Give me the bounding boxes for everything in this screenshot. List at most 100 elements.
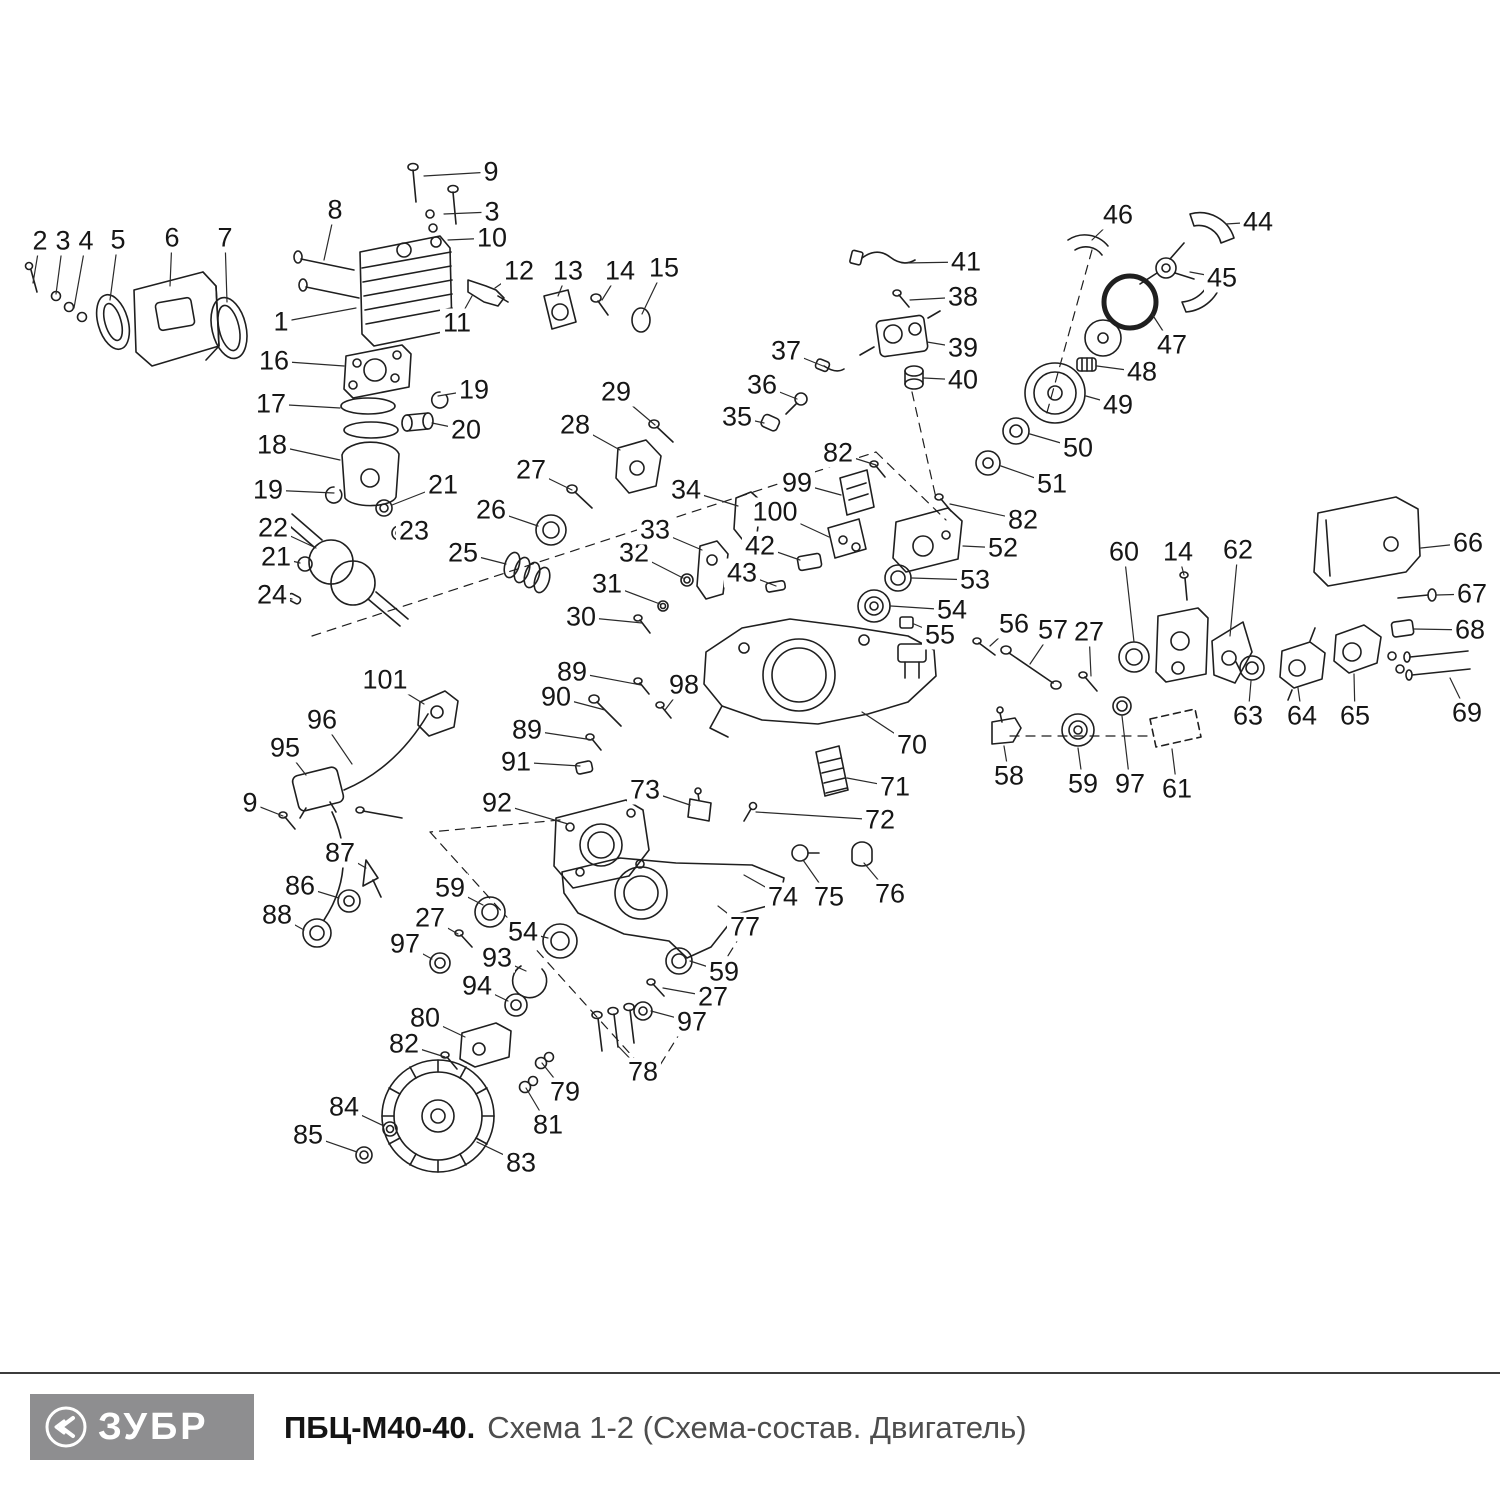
zubr-logo-icon	[45, 1406, 87, 1448]
part-number-label: 82	[819, 438, 857, 468]
part-number-label: 57	[1034, 615, 1072, 645]
part-number-label: 35	[718, 402, 756, 432]
part-number-label: 97	[386, 929, 424, 959]
part-number-label: 91	[497, 747, 535, 777]
part-number-label: 75	[810, 882, 848, 912]
part-number-label: 30	[562, 602, 600, 632]
part-number-label: 37	[767, 336, 805, 366]
part-number-label: 85	[289, 1120, 327, 1150]
part-number-label: 27	[411, 903, 449, 933]
part-number-label: 2	[29, 226, 51, 256]
part-number-label: 17	[252, 389, 290, 419]
footer: ЗУБР ПБЦ-М40-40.Схема 1-2 (Схема-состав.…	[0, 1372, 1500, 1500]
part-number-label: 59	[1064, 769, 1102, 799]
part-number-label: 70	[893, 730, 931, 760]
part-number-label: 59	[705, 957, 743, 987]
part-number-label: 71	[876, 772, 914, 802]
part-number-label: 76	[871, 879, 909, 909]
part-number-label: 26	[472, 495, 510, 525]
part-number-label: 98	[665, 670, 703, 700]
part-number-label: 36	[743, 370, 781, 400]
part-number-label: 45	[1203, 263, 1241, 293]
part-number-label: 69	[1448, 698, 1486, 728]
scheme-name: Схема 1-2 (Схема-состав. Двигатель)	[487, 1410, 1027, 1445]
part-number-label: 56	[995, 609, 1033, 639]
part-number-label: 4	[75, 226, 97, 256]
part-number-label: 96	[303, 705, 341, 735]
part-number-label: 74	[764, 882, 802, 912]
part-number-label: 79	[546, 1077, 584, 1107]
crankcase-upper	[687, 460, 963, 822]
diagram-title: ПБЦ-М40-40.Схема 1-2 (Схема-состав. Двиг…	[284, 1410, 1027, 1446]
part-number-label: 10	[473, 223, 511, 253]
part-number-label: 12	[500, 256, 538, 286]
part-number-label: 58	[990, 761, 1028, 791]
part-number-label: 65	[1336, 701, 1374, 731]
part-number-label: 64	[1283, 701, 1321, 731]
part-number-label: 82	[1004, 505, 1042, 535]
part-number-label: 55	[921, 620, 959, 650]
part-number-label: 28	[556, 410, 594, 440]
leader-line	[755, 811, 881, 821]
part-number-label: 11	[439, 308, 475, 338]
part-number-label: 83	[502, 1148, 540, 1178]
part-number-label: 27	[512, 455, 550, 485]
part-number-label: 94	[458, 971, 496, 1001]
part-number-label: 22	[254, 513, 292, 543]
part-number-label: 40	[944, 365, 982, 395]
part-number-label: 95	[266, 733, 304, 763]
part-number-label: 99	[778, 468, 816, 498]
part-number-label: 18	[253, 430, 291, 460]
part-number-label: 52	[984, 533, 1022, 563]
part-number-label: 9	[239, 788, 261, 818]
part-number-label: 1	[270, 307, 292, 337]
part-number-label: 92	[478, 788, 516, 818]
part-number-label: 9	[480, 157, 502, 187]
part-number-label: 43	[723, 558, 761, 588]
part-number-label: 53	[956, 565, 994, 595]
leader-line	[1123, 551, 1135, 643]
part-number-label: 54	[504, 917, 542, 947]
part-number-label: 67	[1453, 579, 1491, 609]
part-number-label: 48	[1123, 357, 1161, 387]
part-number-label: 34	[667, 475, 705, 505]
part-number-label: 39	[944, 333, 982, 363]
part-number-label: 24	[253, 580, 291, 610]
part-number-label: 63	[1229, 701, 1267, 731]
part-number-label: 81	[529, 1110, 567, 1140]
piston-crank-assembly	[283, 344, 674, 627]
part-number-label: 62	[1219, 535, 1257, 565]
part-number-label: 51	[1033, 469, 1071, 499]
part-number-label: 23	[395, 516, 433, 546]
part-number-label: 68	[1451, 615, 1489, 645]
starter-assembly	[934, 211, 1235, 512]
part-number-label: 3	[52, 226, 74, 256]
part-number-label: 20	[447, 415, 485, 445]
part-number-label: 46	[1099, 200, 1137, 230]
part-number-label: 41	[947, 247, 985, 277]
part-number-label: 77	[726, 912, 764, 942]
part-number-label: 27	[694, 982, 732, 1012]
muffler-assembly	[24, 261, 248, 367]
leader-line	[280, 307, 357, 323]
leader-lines	[32, 171, 1473, 1164]
part-number-label: 89	[553, 657, 591, 687]
part-number-label: 93	[478, 943, 516, 973]
part-number-label: 27	[1070, 617, 1108, 647]
crankcase-small-fasteners	[574, 677, 672, 775]
part-number-label: 25	[444, 538, 482, 568]
part-number-label: 78	[624, 1057, 662, 1087]
part-number-label: 82	[385, 1029, 423, 1059]
part-number-label: 14	[601, 256, 639, 286]
part-number-label: 97	[673, 1007, 711, 1037]
part-number-label: 31	[588, 569, 626, 599]
part-number-label: 38	[944, 282, 982, 312]
part-number-label: 44	[1239, 207, 1277, 237]
part-number-label: 87	[321, 838, 359, 868]
part-number-label: 73	[626, 775, 664, 805]
part-number-label: 21	[257, 542, 295, 572]
part-number-label: 88	[258, 900, 296, 930]
part-number-label: 84	[325, 1092, 363, 1122]
part-number-label: 101	[359, 665, 411, 695]
part-number-label: 89	[508, 715, 546, 745]
